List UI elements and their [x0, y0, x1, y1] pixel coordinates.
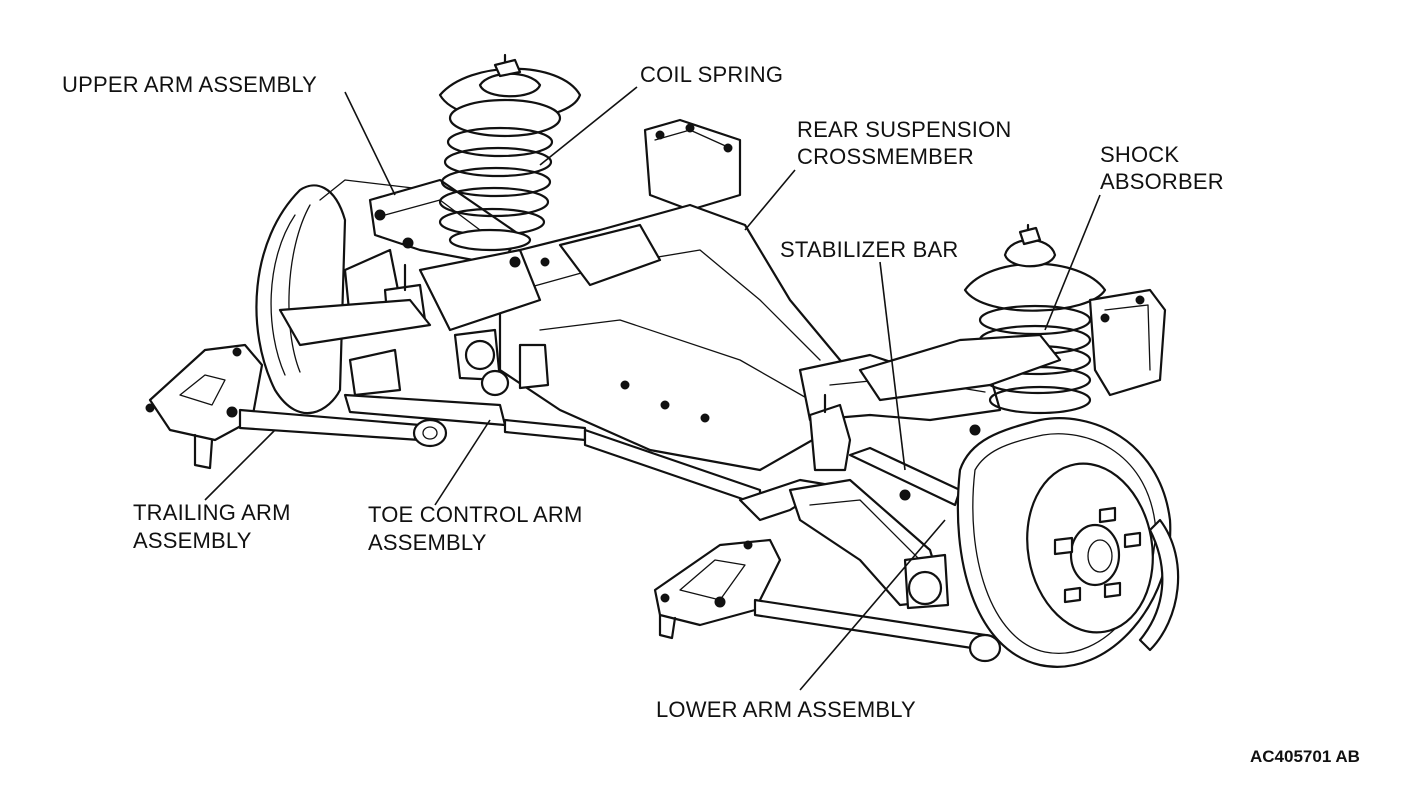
label-toe-control-arm-assembly: ASSEMBLY: [368, 530, 487, 555]
labels: UPPER ARM ASSEMBLY COIL SPRING REAR SUSP…: [62, 62, 1360, 766]
left-trailing-arm: [145, 343, 448, 470]
right-brake-disc: [956, 417, 1180, 668]
label-crossmember: CROSSMEMBER: [797, 144, 974, 169]
right-trailing-arm: [653, 538, 1002, 663]
crossmember: [418, 118, 1002, 472]
right-upper-arm: [858, 333, 1062, 436]
label-trailing-arm: TRAILING ARM: [133, 500, 291, 525]
label-toe-control-arm: TOE CONTROL ARM: [368, 502, 582, 527]
figure-code: AC405701 AB: [1250, 747, 1360, 766]
leader-lines: [204, 86, 1101, 691]
label-upper-arm-assembly: UPPER ARM ASSEMBLY: [62, 72, 317, 97]
label-trailing-arm-assembly: ASSEMBLY: [133, 528, 252, 553]
label-coil-spring: COIL SPRING: [640, 62, 783, 87]
label-rear-suspension: REAR SUSPENSION: [797, 117, 1012, 142]
label-lower-arm-assembly: LOWER ARM ASSEMBLY: [656, 697, 916, 722]
right-shock-absorber: [963, 223, 1167, 415]
label-stabilizer-bar: STABILIZER BAR: [780, 237, 958, 262]
left-brake-backing-plate: [255, 179, 431, 415]
label-absorber: ABSORBER: [1100, 169, 1224, 194]
left-coil-spring: [438, 53, 582, 252]
right-lower-arm: [788, 478, 950, 610]
label-shock: SHOCK: [1100, 142, 1179, 167]
